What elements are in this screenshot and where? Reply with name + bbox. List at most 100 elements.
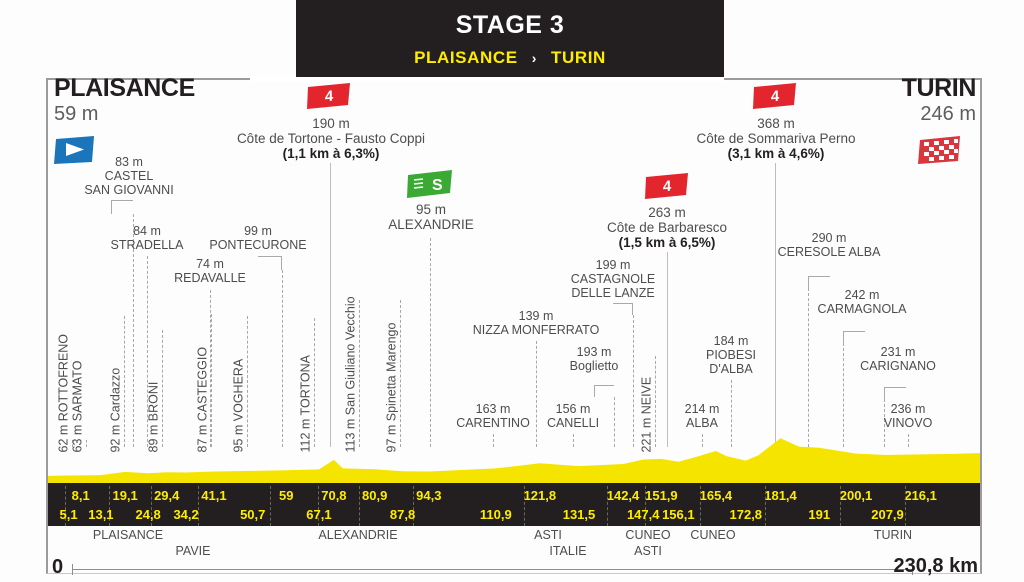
elbow-castel [111, 200, 133, 214]
leader-line-pontecurone [282, 270, 283, 447]
alba-name: ALBA [686, 416, 718, 430]
castagnole-name: CASTAGNOLE DELLE LANZE [570, 272, 656, 300]
svg-text:S: S [432, 177, 443, 194]
km-tick [645, 486, 647, 526]
km-label-upper: 8,1 [71, 488, 90, 503]
km-tick [699, 486, 701, 526]
km-label-lower: 191 [808, 507, 831, 522]
region-label-upper: ASTI [534, 528, 562, 542]
finish-city-altitude: 246 m [920, 103, 976, 125]
town-label-piobesi-dalba: 184 m PIOBESI D'ALBA [693, 334, 769, 376]
ceresole-altitude: 290 m [811, 231, 847, 245]
barbaresco-altitude: 263 m [648, 205, 686, 220]
town-label-nizza-monferrato: 139 m NIZZA MONFERRATO [456, 309, 616, 337]
distance-axis: 0 230,8 km [46, 555, 982, 582]
region-label-lower: ITALIE [549, 544, 587, 558]
leader-line-tortone [330, 163, 331, 447]
km-tick [607, 486, 609, 526]
km-label-lower: 24,8 [135, 507, 161, 522]
leader-line-broni [162, 330, 163, 447]
finish-city-block: TURIN 246 m [872, 74, 977, 126]
km-tick [270, 486, 272, 526]
annotation-sommariva: 368 m Côte de Sommariva Perno (3,1 km à … [679, 116, 873, 161]
km-label-upper: 151,9 [645, 488, 678, 503]
km-label-lower: 131,5 [562, 507, 596, 522]
km-label-upper: 142,4 [606, 488, 640, 503]
leader-line-alexandrie [430, 238, 431, 447]
finish-city-name: TURIN [901, 74, 977, 102]
alexandrie-name: ALEXANDRIE [388, 217, 474, 233]
town-label-boglietto: 193 m Boglietto [555, 345, 633, 373]
boglietto-altitude: 193 m [576, 345, 612, 359]
sommariva-detail: (3,1 km à 4,6%) [727, 146, 825, 162]
leader-line-ceresole [808, 288, 809, 447]
leader-line-neive [655, 356, 656, 447]
carmagnola-altitude: 242 m [844, 288, 880, 302]
boglietto-name: Boglietto [569, 359, 619, 373]
km-tick [358, 486, 360, 526]
km-label-upper: 216,1 [904, 488, 937, 503]
elbow-castagnole [613, 303, 633, 315]
km-tick [317, 486, 319, 526]
km-label-upper: 200,1 [839, 488, 873, 503]
annotation-barbaresco: 263 m Côte de Barbaresco (1,5 km à 6,5%) [593, 205, 741, 250]
km-label-upper: 41,1 [201, 488, 227, 503]
km-label-lower: 207,9 [871, 507, 904, 522]
redavalle-name: REDAVALLE [174, 271, 246, 285]
carignano-altitude: 231 m [880, 345, 916, 359]
km-label-lower: 110,9 [479, 507, 512, 522]
km-tick [904, 486, 906, 526]
leader-line-carignano [884, 399, 885, 447]
leader-line-carmagnola [843, 343, 844, 447]
town-label-alba: 214 m ALBA [672, 402, 732, 430]
leader-line-canelli [573, 434, 574, 447]
pontecurone-altitude: 99 m [244, 224, 272, 238]
elbow-ceresole [808, 276, 830, 288]
leader-line-piobesi [731, 380, 732, 447]
tortone-name: Côte de Tortone - Fausto Coppi [236, 131, 426, 147]
km-tick [64, 486, 66, 526]
leader-line-vinovo [908, 434, 909, 447]
canelli-altitude: 156 m [555, 402, 591, 416]
leader-line-nizza [536, 341, 537, 447]
axis-cap-right [912, 564, 913, 575]
town-label-stradella: 84 m STRADELLA [103, 224, 191, 252]
carentino-name: CARENTINO [456, 416, 530, 430]
town-label-ceresole-alba: 290 m CERESOLE ALBA [769, 231, 889, 259]
sprint-marker-alexandrie: S [407, 170, 453, 198]
distance-start-label: 0 [52, 556, 64, 578]
piobesi-name: PIOBESI D'ALBA [705, 348, 757, 376]
km-label-lower: 13,1 [88, 507, 114, 522]
km-label-upper: 94,3 [416, 488, 442, 503]
castel-name: CASTEL SAN GIOVANNI [84, 169, 174, 197]
leader-line-sommariva [775, 163, 776, 447]
km-label-lower: 147,4 [626, 507, 660, 522]
kom-category-barbaresco: 4 [662, 177, 672, 195]
start-flag-icon [54, 136, 94, 164]
town-label-pontecurone: 99 m PONTECURONE [198, 224, 318, 252]
town-label-redavalle: 74 m REDAVALLE [168, 257, 252, 285]
elevation-area [48, 438, 980, 483]
leader-line-alba [702, 434, 703, 447]
stage-route: PLAISANCE › TURIN [296, 48, 724, 68]
nizza-altitude: 139 m [518, 309, 554, 323]
tortone-altitude: 190 m [312, 116, 350, 131]
region-label-upper: PLAISANCE [92, 528, 164, 542]
km-label-upper: 165,4 [699, 488, 733, 503]
leader-line-boglietto [614, 397, 615, 447]
tortone-detail: (1,1 km à 6,3%) [282, 146, 380, 162]
town-label-canelli: 156 m CANELLI [534, 402, 612, 430]
km-tick [764, 486, 766, 526]
sommariva-name: Côte de Sommariva Perno [696, 131, 856, 147]
km-label-lower: 172,8 [729, 507, 763, 522]
kom-category-sommariva: 4 [770, 87, 780, 105]
leader-line-barbaresco [667, 252, 668, 447]
leader-line-castel [133, 214, 134, 447]
annotation-alexandrie: 95 m ALEXANDRIE [378, 202, 484, 232]
route-finish-label: TURIN [550, 48, 606, 67]
elbow-boglietto [594, 385, 614, 397]
profile-baseline [48, 483, 980, 486]
